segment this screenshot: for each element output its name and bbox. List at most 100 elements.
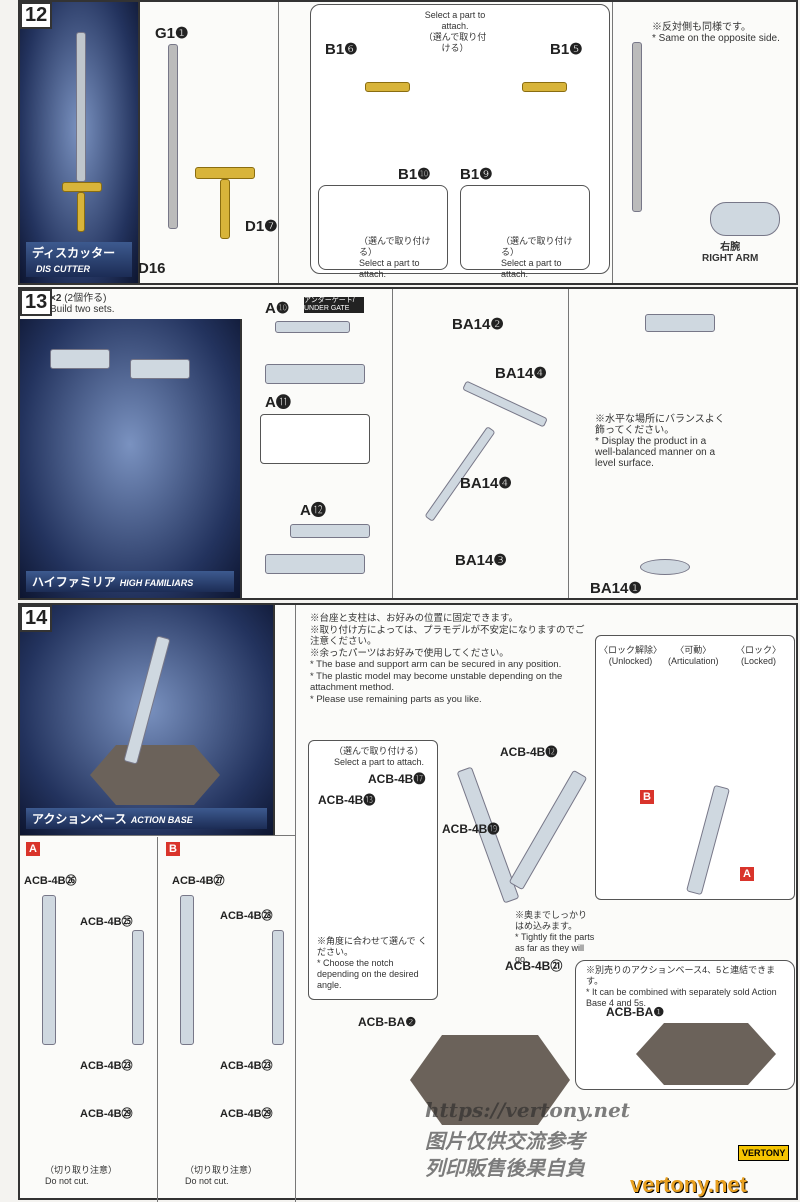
arm-part xyxy=(180,895,194,1045)
part-label: ACB-4B⓳ xyxy=(442,822,500,836)
build-sets: ×2 (2個作る)Build two sets. xyxy=(50,293,115,315)
option-sub-box: （選んで取り付ける）Select a part to attach. xyxy=(460,185,590,279)
part-label: BA14❶ xyxy=(590,580,642,597)
combine-box: ※別売りのアクションベース4、5と連結できます。* It can be comb… xyxy=(575,960,795,1090)
part-label: ACB-4B㉙ xyxy=(220,1108,273,1120)
hilt-part xyxy=(195,167,255,179)
do-not-cut-note: （切り取り注意）Do not cut. xyxy=(185,1165,258,1186)
option-sub-box: （選んで取り付ける）Select a part to attach. xyxy=(318,185,448,279)
base-plate xyxy=(90,745,220,805)
step-number: 12 xyxy=(20,2,53,29)
divider xyxy=(157,837,158,1202)
part-label: ACB-4B㉓ xyxy=(80,1060,133,1072)
arm-part xyxy=(132,930,144,1045)
blade-part xyxy=(632,42,642,212)
sword-option-left xyxy=(365,82,410,92)
part-label: ACB-4B㉙ xyxy=(80,1108,133,1120)
grip-part xyxy=(220,179,230,239)
watermark-site: vertony.net xyxy=(630,1172,747,1197)
balance-note: ※水平な場所にバランスよく飾ってください。* Display the produ… xyxy=(595,414,725,469)
do-not-cut-note: （切り取り注意）Do not cut. xyxy=(45,1165,118,1186)
watermark-logo: VERTONY xyxy=(738,1145,790,1161)
stand-base xyxy=(640,559,690,575)
part-label: ACB-4B㉑ xyxy=(505,959,563,973)
part-label: ACB-4B㉗ xyxy=(172,875,225,887)
divider xyxy=(20,835,295,836)
divider xyxy=(392,289,393,598)
part-label: B1❿ xyxy=(398,166,431,183)
step-number: 14 xyxy=(20,605,53,632)
part-label: BA14❷ xyxy=(452,316,504,333)
arm-part xyxy=(462,380,548,428)
variant-b-marker: B xyxy=(640,790,654,804)
divider xyxy=(295,605,296,1202)
a10-part xyxy=(275,321,350,333)
divider xyxy=(278,2,279,283)
right-arm-part xyxy=(710,202,780,236)
base-plate xyxy=(636,1023,776,1085)
watermark-url: https://vertony.net xyxy=(425,1098,631,1122)
part-label: ACB-4B㉓ xyxy=(220,1060,273,1072)
part-label: A⓫ xyxy=(265,394,291,411)
watermark-text: 图片仅供交流参考 xyxy=(425,1129,585,1153)
notes: ※台座と支柱は、お好みの位置に固定できます。 ※取り付け方によっては、プラモデル… xyxy=(310,613,585,705)
under-gate-tag: アンダーゲート/ UNDER GATE xyxy=(304,297,364,313)
familiar-head xyxy=(645,314,715,332)
select-note: Select a part to attach.（選んで取り付ける） xyxy=(423,10,487,53)
lock-unlocked: 〈ロック解除〉(Unlocked) xyxy=(599,645,663,666)
combine-note: ※別売りのアクションベース4、5と連結できます。* It can be comb… xyxy=(586,965,777,1008)
part-label: A⓬ xyxy=(300,502,326,519)
notch-note: ※角度に合わせて選んで ください。* Choose the notch depe… xyxy=(317,936,428,990)
arm-part xyxy=(42,895,56,1045)
sword-option-right xyxy=(522,82,567,92)
arm-part xyxy=(508,769,588,891)
sword-grip xyxy=(77,192,85,232)
lock-locked: 〈ロック〉(Locked) xyxy=(736,645,782,666)
part-label: BA14❸ xyxy=(455,552,507,569)
select-note: （選んで取り付ける）Select a part to attach. xyxy=(501,236,573,279)
familiar-head xyxy=(130,359,190,379)
part-label: ACB-BA❷ xyxy=(358,1015,417,1029)
part-label: ACB-4B⓭ xyxy=(318,793,376,807)
part-label: B1❻ xyxy=(325,41,358,58)
part-label: BA14❹ xyxy=(495,365,547,382)
variant-a-marker: A xyxy=(26,842,40,856)
arm-part xyxy=(272,930,284,1045)
part-label: D16 xyxy=(138,260,166,277)
select-box: （選んで取り付ける）Select a part to attach. ※角度に合… xyxy=(308,740,438,1000)
part-label: ACB-4B⓱ xyxy=(368,772,426,786)
sword-blade xyxy=(76,32,86,182)
variant-a-marker: A xyxy=(740,867,754,881)
part-label: D1❼ xyxy=(245,218,278,235)
divider xyxy=(568,289,569,598)
select-note: （選んで取り付ける）Select a part to attach. xyxy=(334,746,425,767)
part-label: ACB-4B㉖ xyxy=(24,875,77,887)
tight-fit-note: ※奥までしっかり はめ込みます。* Tightly fit the parts … xyxy=(515,910,595,964)
detail-box xyxy=(260,414,370,464)
part-label: BA14❹ xyxy=(460,475,512,492)
select-note: （選んで取り付ける）Select a part to attach. xyxy=(359,236,431,279)
assembled-part xyxy=(265,554,365,574)
part-label: ACB-4B⓬ xyxy=(500,745,558,759)
part-label: ACB-4B㉘ xyxy=(220,910,273,922)
a12-part xyxy=(290,524,370,538)
opposite-note: ※反対側も同様です。* Same on the opposite side. xyxy=(652,22,780,44)
familiar-head xyxy=(50,349,110,369)
variant-b-marker: B xyxy=(166,842,180,856)
part-label: ACB-BA❶ xyxy=(606,1005,665,1019)
blade-part xyxy=(168,44,178,229)
a11-part xyxy=(265,364,365,384)
part-label: G1❶ xyxy=(155,25,189,42)
part-label: B1❾ xyxy=(460,166,493,183)
divider xyxy=(612,2,613,283)
